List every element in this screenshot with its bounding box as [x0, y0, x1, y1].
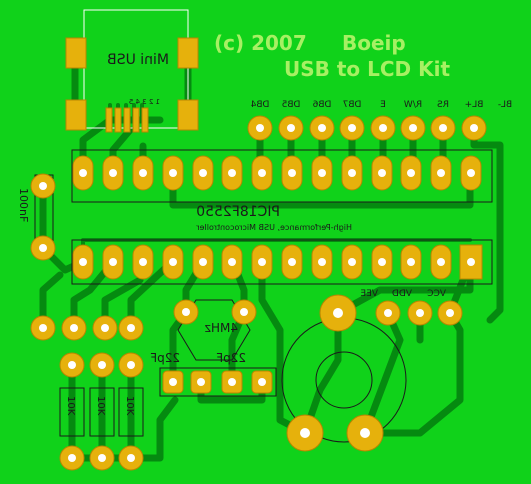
silkscreen-outlines [34, 9, 493, 443]
lcd-label-rw: R/W [404, 100, 422, 110]
resistor-outline-2 [89, 387, 115, 437]
resistor-outline-3 [118, 387, 144, 437]
usb-pin-pad [114, 107, 122, 133]
usb-pin-label: 1 2 3 4 5 [129, 98, 160, 106]
lcd-label-e: E [380, 100, 386, 110]
copyright-text: (c) 2007 [214, 31, 307, 55]
ic-outline-bottom [71, 239, 493, 285]
pot-knob-outline [315, 351, 373, 409]
lcd-label-rs: RS [437, 100, 449, 110]
usb-mount-pad [177, 99, 199, 131]
usb-mount-pad [177, 37, 199, 69]
author-text: Boeip [342, 31, 406, 55]
usb-pin-pad [123, 107, 131, 133]
cap-label-right: 22pF [216, 351, 246, 365]
power-label-vdd: VDD [392, 289, 412, 299]
lcd-label-db5: DB5 [282, 100, 301, 110]
ic-bottom-row-pads [72, 244, 483, 280]
resistor-outline-1 [59, 387, 85, 437]
lcd-label-bl-plus: BL+ [465, 100, 484, 110]
ic-top-row-pads [72, 155, 482, 191]
crystal-label: 4MHz [205, 321, 238, 335]
crystal-outline [177, 299, 251, 361]
mcu-part-label: PIC18F2550 [196, 204, 280, 220]
usb-pin-pad [132, 107, 140, 133]
power-label-vcc: VCC [427, 289, 446, 299]
mcu-description-label: High-Performance, USB Microcontroller [196, 223, 352, 232]
usb-pin-pad [141, 107, 149, 133]
cap-outline [159, 367, 277, 397]
power-label-vee: VEE [360, 289, 378, 299]
kit-title: USB to LCD Kit [284, 57, 450, 81]
lcd-label-db6: DB6 [312, 100, 331, 110]
usb-mount-pad [65, 37, 87, 69]
ic-outline-top [71, 149, 493, 203]
usb-label: Mini USB [107, 52, 169, 68]
cap-label-left: 22pF [150, 351, 180, 365]
lcd-label-bl-minus: BL- [498, 100, 512, 110]
cap-left-label: 100nF [17, 188, 30, 222]
lcd-header-labels: DB4 DB5 DB6 DB7 E R/W RS BL+ BL- [250, 100, 512, 110]
usb-pin-pad [105, 107, 113, 133]
lcd-header-pads [247, 115, 487, 141]
usb-mount-pad [65, 99, 87, 131]
lcd-label-db7: DB7 [343, 100, 362, 110]
lcd-label-db4: DB4 [250, 100, 269, 110]
pads [30, 37, 487, 471]
resistor-label-2: 10K [95, 396, 106, 416]
resistor-label-3: 10K [124, 396, 135, 416]
resistor-label-1: 10K [65, 396, 76, 416]
